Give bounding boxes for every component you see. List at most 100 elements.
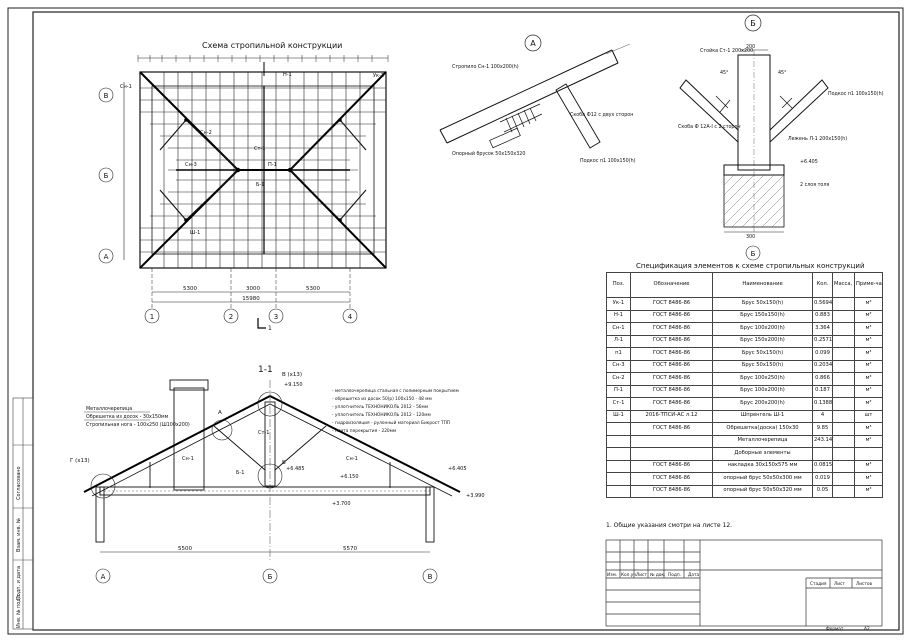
section-tag-2: Сн-1 bbox=[346, 456, 358, 462]
spec-cell: м³ bbox=[854, 309, 883, 323]
tb-col-4: № док. bbox=[650, 572, 665, 578]
spec-cell bbox=[832, 297, 855, 311]
spec-cell: м³ bbox=[854, 422, 883, 436]
spec-cell: Брус 100х200(h) bbox=[712, 322, 813, 336]
plan-tag-4: Сн-3 bbox=[185, 162, 197, 168]
spec-cell: м³ bbox=[854, 459, 883, 473]
node-b-dim-4: 300 bbox=[746, 234, 755, 240]
node-b-dim-1: 200 bbox=[746, 44, 755, 50]
section-label-2: Обрешетка из досок - 30х150мм bbox=[86, 414, 169, 420]
section-mark-3: +6.150 bbox=[340, 474, 359, 480]
section-label-3: Стропильная нога - 100х250 (Ш100х200) bbox=[86, 422, 190, 428]
rafter-plan: Схема стропильной конструкции bbox=[98, 41, 389, 332]
spec-cell: ГОСТ 8486-86 bbox=[630, 334, 713, 348]
spec-cell bbox=[832, 434, 855, 448]
spec-cell: 0.2034 bbox=[812, 359, 833, 373]
plan-axis-row-2: Б bbox=[104, 172, 109, 180]
section-tag-4: Ст-1 bbox=[258, 430, 269, 436]
spec-cell bbox=[630, 434, 713, 448]
spec-cell: Брус 50х150(h) bbox=[712, 347, 813, 361]
tb-col-2: Кол.уч. bbox=[621, 572, 637, 578]
plan-tag-3: Сн-2 bbox=[200, 130, 212, 136]
spec-cell: м² bbox=[854, 434, 883, 448]
spec-cell: 3.364 bbox=[812, 322, 833, 336]
node-a-label-1: Стропило Сн-1 100х200(h) bbox=[452, 64, 519, 70]
node-b-label-6: 2 слоя толя bbox=[800, 182, 829, 188]
spec-cell: Ук-1 bbox=[606, 297, 631, 311]
spec-cell: Обрешетка(доска) 150х30 bbox=[712, 422, 813, 436]
spec-cell bbox=[832, 322, 855, 336]
spec-cell: Брус 100х200(h) bbox=[712, 384, 813, 398]
spec-cell: Брус 150х200(h) bbox=[712, 334, 813, 348]
node-a-label-3: Опорный брусок 50х150х320 bbox=[452, 150, 525, 157]
plan-tag-8: Ш-1 bbox=[190, 230, 200, 236]
plan-section-mark: 1 bbox=[268, 325, 272, 332]
side-stamp-1: Согласовано bbox=[16, 466, 22, 500]
spec-cell: 9.85 bbox=[812, 422, 833, 436]
spec-cell bbox=[606, 459, 631, 473]
section-layer-6: - плита перекрытия - 220мм bbox=[332, 428, 396, 434]
side-stamp-3: Подп. и дата bbox=[16, 566, 22, 600]
spec-cell: ГОСТ 8486-86 bbox=[630, 297, 713, 311]
node-b-dim-2: 45° bbox=[720, 70, 729, 76]
spec-cell: 0.0815 bbox=[812, 459, 833, 473]
spec-cell: м³ bbox=[854, 472, 883, 486]
section-tag-3: Б-1 bbox=[236, 470, 244, 476]
node-a-label-2: Скоба Ф12 с двух сторон bbox=[570, 112, 633, 118]
spec-cell: м³ bbox=[854, 347, 883, 361]
spec-cell: 0.5694 bbox=[812, 297, 833, 311]
spec-cell bbox=[832, 372, 855, 386]
spec-cell bbox=[606, 484, 631, 498]
node-b-label-4: Лежень Л-1 200х150(h) bbox=[788, 136, 847, 142]
tb-col-3: Лист bbox=[636, 572, 647, 578]
spec-cell: шт bbox=[854, 409, 883, 423]
spec-cell bbox=[832, 472, 855, 486]
section-mark-2: +6.485 bbox=[286, 466, 305, 472]
spec-cell: П-1 bbox=[606, 384, 631, 398]
section-axis-3: В bbox=[428, 573, 433, 581]
section-mark-4: +6.405 bbox=[448, 466, 467, 472]
section-1-1: 1-1 bbox=[70, 365, 485, 584]
spec-cell: опорный брус 50х50х320 мм bbox=[712, 484, 813, 498]
spec-header-cell: Приме-чание bbox=[854, 272, 883, 298]
spec-cell bbox=[832, 334, 855, 348]
spec-cell bbox=[606, 447, 631, 461]
spec-cell bbox=[832, 447, 855, 461]
spec-cell bbox=[832, 459, 855, 473]
spec-cell: 243.14 bbox=[812, 434, 833, 448]
tb-format: А2 bbox=[864, 626, 870, 632]
spec-cell: Брус 100х250(h) bbox=[712, 372, 813, 386]
spec-header-cell: Поз. bbox=[606, 272, 631, 298]
node-a-detail: А Стропило Сн-1 100х200(h) Скоба Ф12 с д… bbox=[439, 34, 636, 164]
tb-col-6: Дата bbox=[688, 572, 699, 578]
sheet-inner-frame bbox=[32, 11, 900, 631]
plan-dim-total: 15980 bbox=[242, 296, 260, 302]
spec-cell: 4 bbox=[812, 409, 833, 423]
tb-sheets: Листов bbox=[856, 581, 873, 587]
section-mark-1: +9.150 bbox=[284, 382, 303, 388]
node-b-label-1: Стойка Ст-1 200х200 bbox=[700, 47, 753, 54]
spec-cell bbox=[832, 359, 855, 373]
spec-cell: м³ bbox=[854, 359, 883, 373]
spec-cell: Брус 50х150(h) bbox=[712, 359, 813, 373]
section-node-ref-b: Б bbox=[282, 460, 286, 466]
plan-axis-col-4: 4 bbox=[348, 313, 353, 321]
spec-cell: 0.099 bbox=[812, 347, 833, 361]
plan-tag-2: Сн-1 bbox=[120, 84, 132, 90]
section-dim-2: 5570 bbox=[343, 546, 357, 552]
spec-cell: Брус 50х150(h) bbox=[712, 297, 813, 311]
spec-cell: Л-1 bbox=[606, 334, 631, 348]
spec-cell bbox=[832, 409, 855, 423]
plan-tag-5: Н-1 bbox=[283, 72, 292, 78]
plan-tag-7: Ст-1 bbox=[254, 146, 265, 152]
spec-cell bbox=[630, 447, 713, 461]
spec-cell: опорный брус 50х50х300 мм bbox=[712, 472, 813, 486]
spec-cell bbox=[606, 422, 631, 436]
